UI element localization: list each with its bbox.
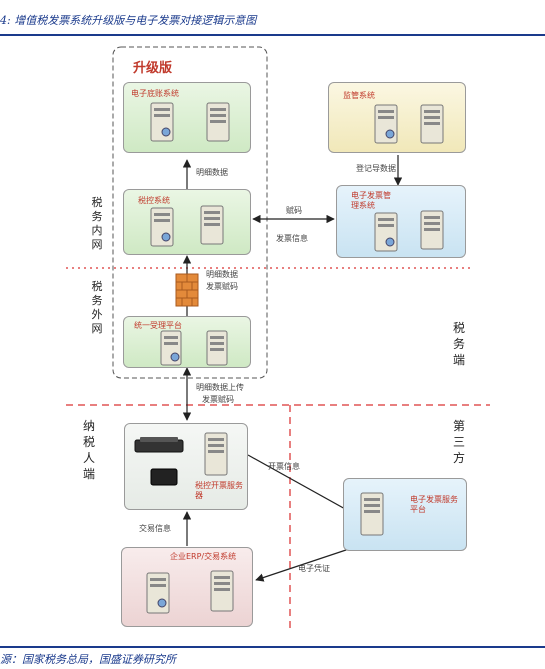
e-invoice-service-label: 电子发票服务平台	[410, 495, 458, 514]
server-icon	[210, 570, 234, 612]
top-rule	[0, 34, 545, 36]
bottom-rule	[0, 646, 545, 648]
server-icon	[206, 102, 230, 142]
device-icon	[150, 468, 178, 486]
edge-label-invoice-info: 发票信息	[276, 234, 308, 243]
server-icon	[146, 572, 170, 614]
server-icon	[360, 492, 384, 536]
edge-label-trade-info: 交易信息	[139, 524, 171, 533]
e-ledger-label: 电子底账系统	[131, 89, 179, 98]
upgrade-label: 升级版	[133, 61, 173, 76]
edge-label-invoice-info-right: 开票信息	[268, 462, 300, 471]
unified-platform-box: 统一受理平台	[123, 316, 251, 368]
unified-platform-label: 统一受理平台	[134, 321, 182, 330]
figure-title: 4: 增值税发票系统升级版与电子发票对接逻辑示意图	[0, 14, 257, 27]
supervision-label: 监管系统	[343, 91, 375, 100]
e-invoice-mgmt-box: 电子发票管理系统	[336, 185, 466, 258]
server-icon	[374, 104, 398, 144]
inner-net-label: 税务内网	[91, 196, 103, 251]
e-ledger-box: 电子底账系统	[123, 82, 251, 153]
third-party-label: 第三方	[452, 419, 465, 465]
taxpayer-side-label: 纳税人端	[82, 419, 95, 481]
edge-label-register: 登记导数据	[356, 164, 396, 173]
device-icon	[134, 437, 184, 453]
server-icon	[420, 104, 444, 144]
arrow-taxpayer-service	[247, 454, 357, 516]
edge-label-code: 赋码	[286, 206, 302, 215]
server-icon	[374, 212, 398, 252]
outer-net-label: 税务外网	[91, 280, 103, 335]
tax-side-label: 税务端	[452, 321, 465, 367]
edge-label-upload-2: 发票赋码	[202, 395, 234, 404]
tax-control-box: 税控系统	[123, 189, 251, 255]
figure-source: 源：国家税务总局，国盛证券研究所	[0, 653, 176, 666]
server-icon	[204, 432, 228, 476]
erp-label: 企业ERP/交易系统	[170, 552, 237, 561]
server-icon	[150, 207, 174, 247]
edge-label-firewall-2: 发票赋码	[206, 282, 238, 291]
server-icon	[206, 330, 228, 366]
tax-control-label: 税控系统	[138, 196, 170, 205]
tax-server-label: 税控开票服务器	[195, 481, 243, 500]
arrow-service-erp	[255, 547, 353, 582]
server-icon	[160, 330, 182, 366]
edge-label-firewall-1: 明细数据	[206, 270, 238, 279]
e-invoice-mgmt-label: 电子发票管理系统	[351, 191, 391, 210]
edge-label-detail-data: 明细数据	[196, 168, 228, 177]
server-icon	[420, 210, 444, 250]
server-icon	[200, 205, 224, 245]
firewall-icon	[175, 273, 199, 307]
edge-label-upload-1: 明细数据上传	[196, 383, 244, 392]
server-icon	[150, 102, 174, 142]
edge-label-e-voucher: 电子凭证	[298, 564, 330, 573]
